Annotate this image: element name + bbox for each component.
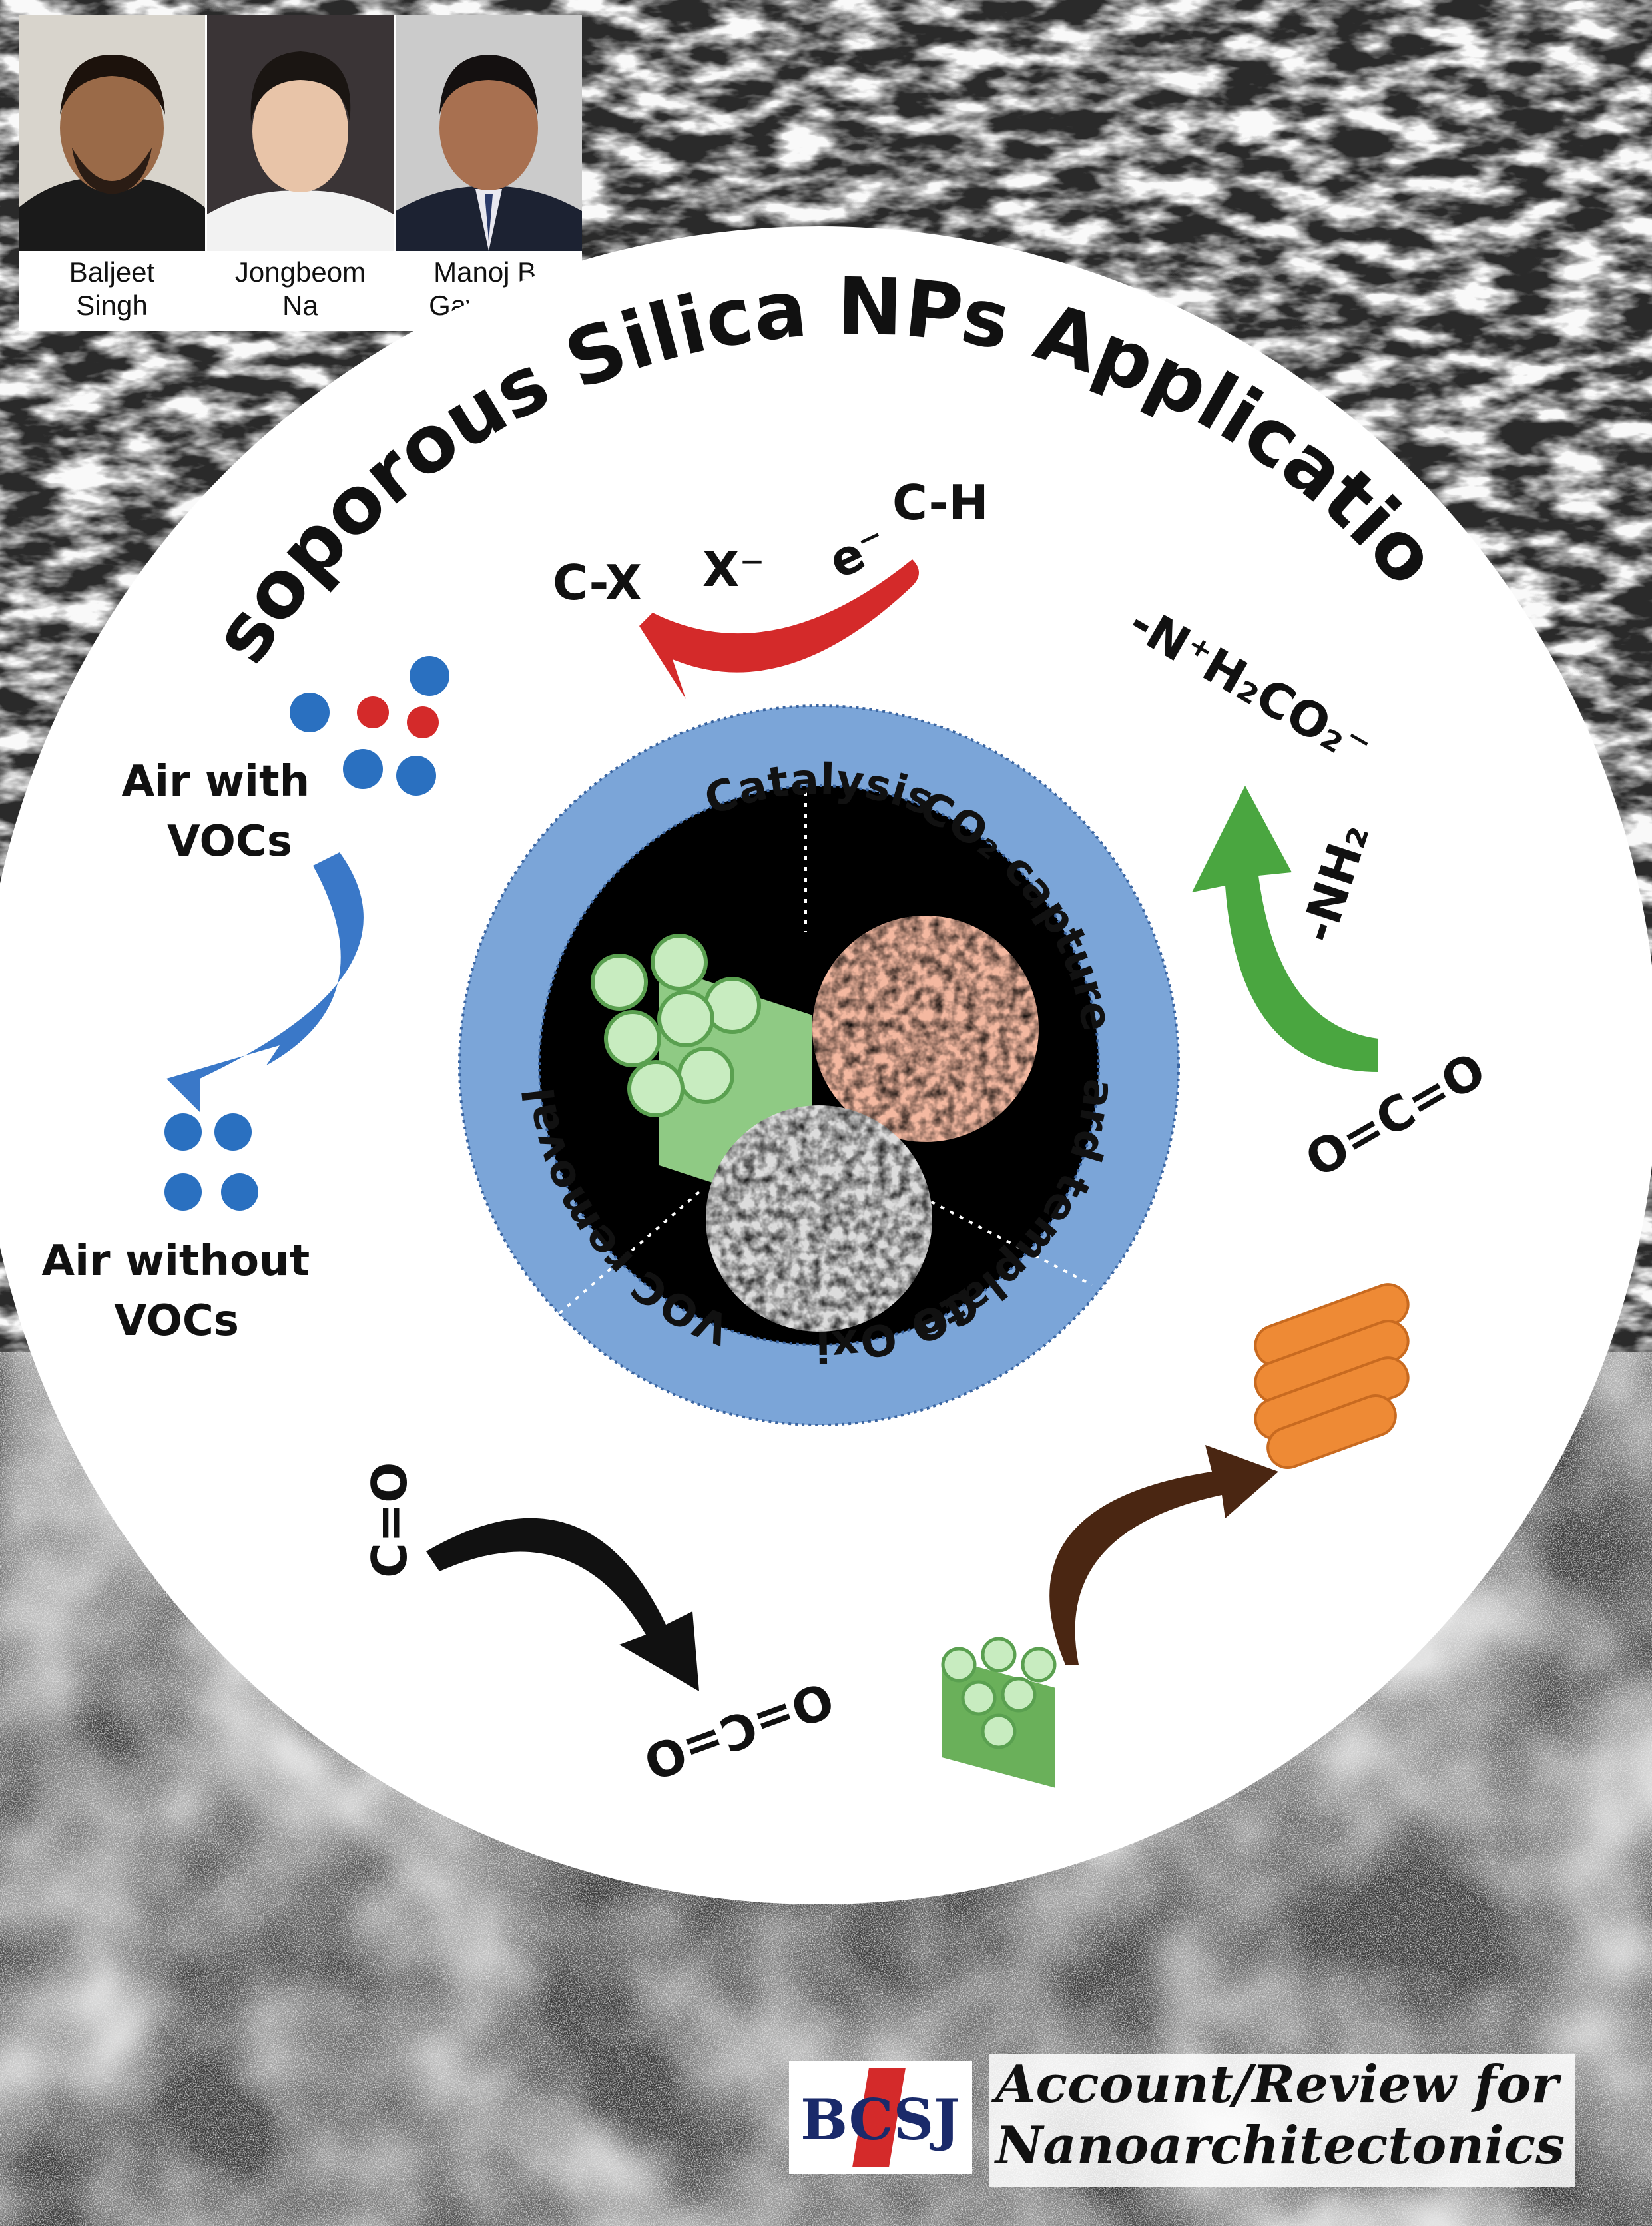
- voc-molecules-without: [164, 1113, 258, 1211]
- catalysis-cx: C-X: [553, 555, 642, 611]
- dendritic-silica-particle: [812, 916, 1039, 1142]
- sector-dividers: [545, 792, 1093, 1326]
- journal-title-line2: Nanoarchitectonics: [995, 2115, 1565, 2176]
- journal-title-line1: Account/Review for: [995, 2054, 1559, 2115]
- journal-branding: BCSJ Account/Review for Nanoarchitectoni…: [789, 2048, 1575, 2187]
- catalysis-arrow: [639, 559, 919, 699]
- voc-with-label: Air with VOCs: [122, 757, 325, 866]
- author-photo-gawande: [396, 15, 582, 251]
- hard-template-arrow: [1049, 1445, 1278, 1665]
- journal-title: Account/Review for Nanoarchitectonics: [989, 2054, 1575, 2187]
- catalysis-x-minus: X⁻: [702, 541, 765, 597]
- green-template-particle: [941, 1637, 1057, 1788]
- voc-without-label: Air without VOCs: [42, 1237, 325, 1346]
- co-oxidation-co: C=O: [362, 1462, 417, 1578]
- orange-nanorods: [1254, 1283, 1410, 1469]
- co-oxidation-arrow: [426, 1518, 699, 1691]
- bcsj-logo: BCSJ: [789, 2061, 972, 2174]
- voc-molecules-with: [290, 656, 449, 796]
- voc-removal-arrow: [166, 852, 364, 1112]
- author-photo-singh: [19, 15, 205, 251]
- co2-capture-arrow: [1192, 786, 1378, 1072]
- author-photo-na: [207, 15, 394, 251]
- catalysis-ch: C-H: [892, 475, 989, 531]
- porous-silica-particle: [706, 1105, 932, 1332]
- svg-text:BCSJ: BCSJ: [800, 2087, 960, 2153]
